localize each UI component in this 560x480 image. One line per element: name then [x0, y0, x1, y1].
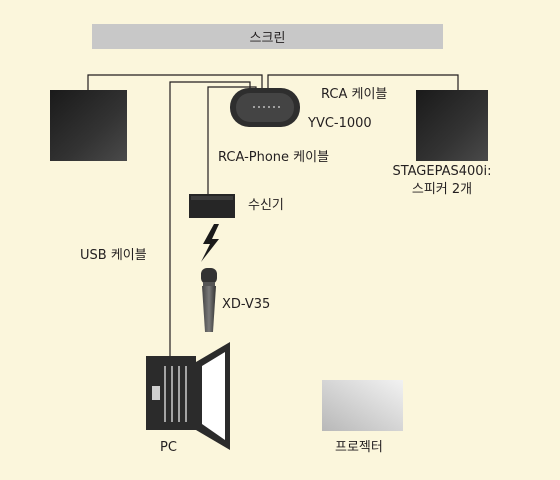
rca-phone-cable	[207, 86, 257, 194]
rca-cable-label: RCA 케이블	[321, 87, 388, 102]
rca-cable-right	[267, 74, 459, 90]
speakers-count-label: 스피커 2개	[411, 182, 473, 197]
projector-label: 프로젝터	[335, 440, 383, 455]
rca-cable-left	[87, 74, 263, 90]
pc-label: PC	[160, 440, 177, 455]
laptop-icon	[146, 342, 230, 450]
cables	[87, 74, 459, 358]
screen-label: 스크린	[249, 31, 286, 46]
yvc-1000-unit	[230, 88, 300, 127]
speaker-right	[416, 90, 488, 161]
handheld-microphone-icon	[201, 268, 217, 332]
rca-phone-cable-label: RCA-Phone 케이블	[218, 150, 330, 165]
receiver-label: 수신기	[248, 198, 284, 213]
speaker-left	[50, 90, 127, 161]
screen-bar: 스크린	[92, 24, 443, 49]
usb-cable-label: USB 케이블	[80, 248, 147, 263]
lightning-bolt-icon	[201, 224, 219, 262]
speakers-model-label: STAGEPAS400i:	[392, 164, 492, 179]
projector-unit	[322, 380, 403, 431]
mic-model-label: XD-V35	[222, 297, 271, 312]
usb-cable	[169, 81, 251, 358]
yvc-model-label: YVC-1000	[308, 116, 372, 131]
